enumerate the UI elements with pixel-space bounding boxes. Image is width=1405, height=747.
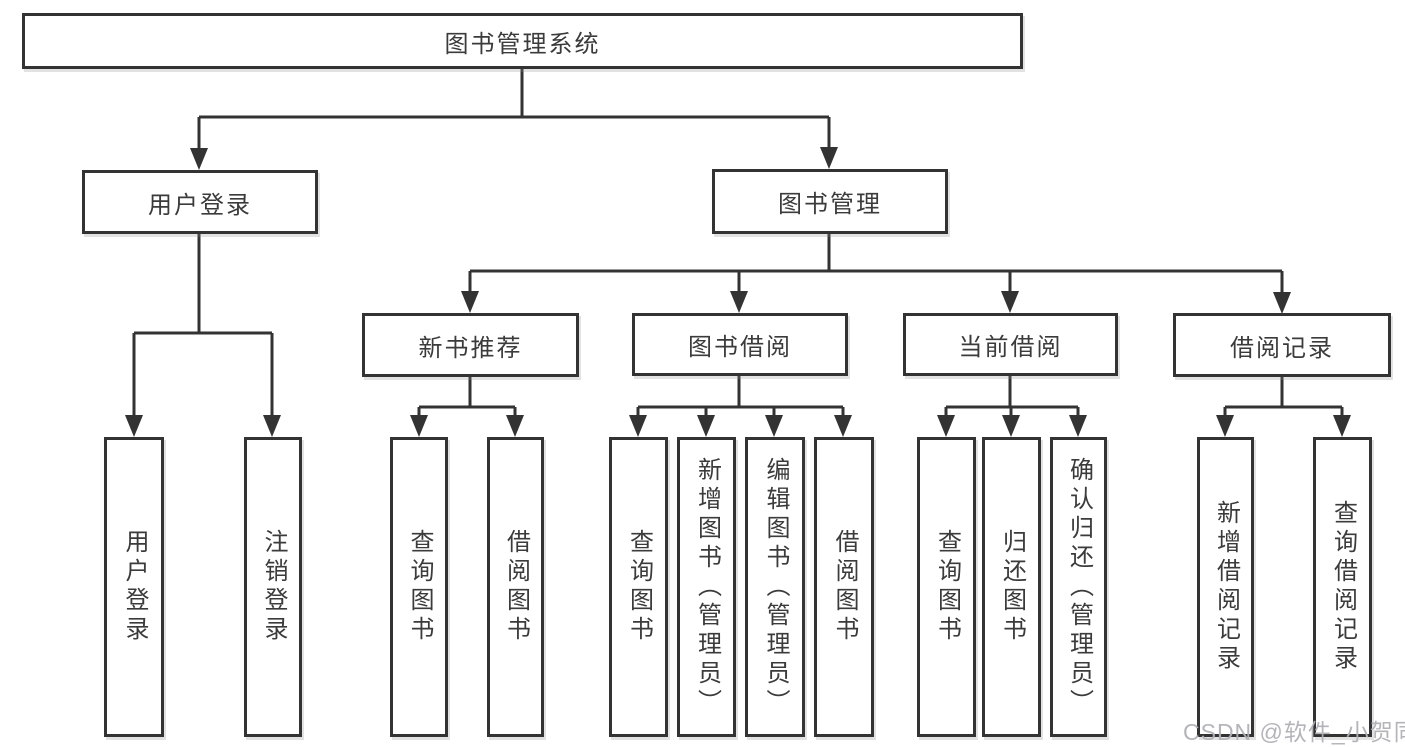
- node-leaf-confirm-return-admin: 确认归还（管理员）: [1050, 437, 1107, 737]
- node-leaf-query-books-recommend: 查询图书: [390, 437, 448, 737]
- node-leaf-query-books-current: 查询图书: [917, 437, 976, 737]
- node-library-management-system: 图书管理系统: [22, 13, 1023, 69]
- node-leaf-borrow-books-recommend: 借阅图书: [487, 437, 544, 737]
- csdn-watermark: CSDN @软件_小贺同学: [1183, 719, 1405, 745]
- node-leaf-borrow-books: 借阅图书: [814, 437, 874, 737]
- node-leaf-return-book: 归还图书: [982, 437, 1041, 737]
- node-current-borrowing: 当前借阅: [903, 313, 1118, 376]
- node-book-borrowing: 图书借阅: [632, 313, 848, 376]
- node-leaf-edit-book-admin: 编辑图书（管理员）: [745, 437, 805, 737]
- node-leaf-add-book-admin: 新增图书（管理员）: [677, 437, 736, 737]
- node-borrowing-records: 借阅记录: [1173, 313, 1391, 377]
- node-leaf-add-borrow-record: 新增借阅记录: [1197, 437, 1254, 737]
- node-book-management: 图书管理: [712, 169, 948, 234]
- node-user-login: 用户登录: [82, 170, 318, 234]
- node-leaf-logout: 注销登录: [244, 437, 302, 737]
- node-leaf-query-books-borrow: 查询图书: [609, 437, 668, 737]
- node-leaf-query-borrow-record: 查询借阅记录: [1313, 437, 1372, 737]
- node-leaf-user-login: 用户登录: [104, 437, 164, 737]
- node-new-book-recommendation: 新书推荐: [362, 313, 579, 377]
- arrowheads: [125, 147, 1351, 437]
